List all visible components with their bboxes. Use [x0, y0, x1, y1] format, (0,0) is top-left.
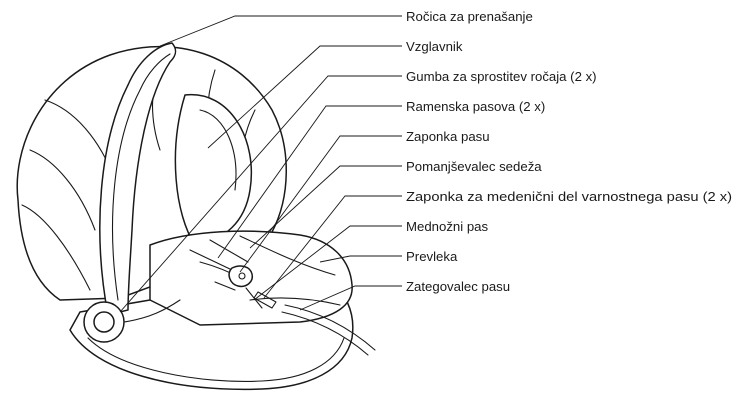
label-handle-release: Gumba za sprostitev ročaja (2 x)	[406, 69, 597, 84]
label-handle: Ročica za prenašanje	[406, 9, 533, 24]
belt-tensioner-strap	[284, 304, 376, 351]
label-shoulder-straps: Ramenska pasova (2 x)	[406, 99, 545, 114]
label-headrest: Vzglavnik	[406, 39, 463, 54]
label-cover: Prevleka	[406, 249, 458, 264]
shoulder-strap-left	[189, 249, 233, 271]
callout-labels: Ročica za prenašanje Vzglavnik Gumba za …	[406, 9, 732, 294]
lap-belt-clip	[253, 291, 277, 309]
belt-buckle	[228, 265, 254, 288]
label-seat-reducer: Pomanjševalec sedeža	[406, 159, 542, 174]
car-seat-illustration	[16, 42, 376, 391]
shoulder-strap-right	[209, 239, 249, 263]
carry-handle	[99, 42, 177, 316]
label-belt-buckle: Zaponka pasu	[406, 129, 490, 144]
label-belt-tensioner: Zategovalec pasu	[406, 279, 510, 294]
label-lap-belt-clip: Zaponka za medenični del varnostnega pas…	[406, 189, 732, 204]
headrest	[174, 94, 252, 246]
label-crotch-strap: Mednožni pas	[406, 219, 489, 234]
leader-lines	[119, 15, 402, 313]
